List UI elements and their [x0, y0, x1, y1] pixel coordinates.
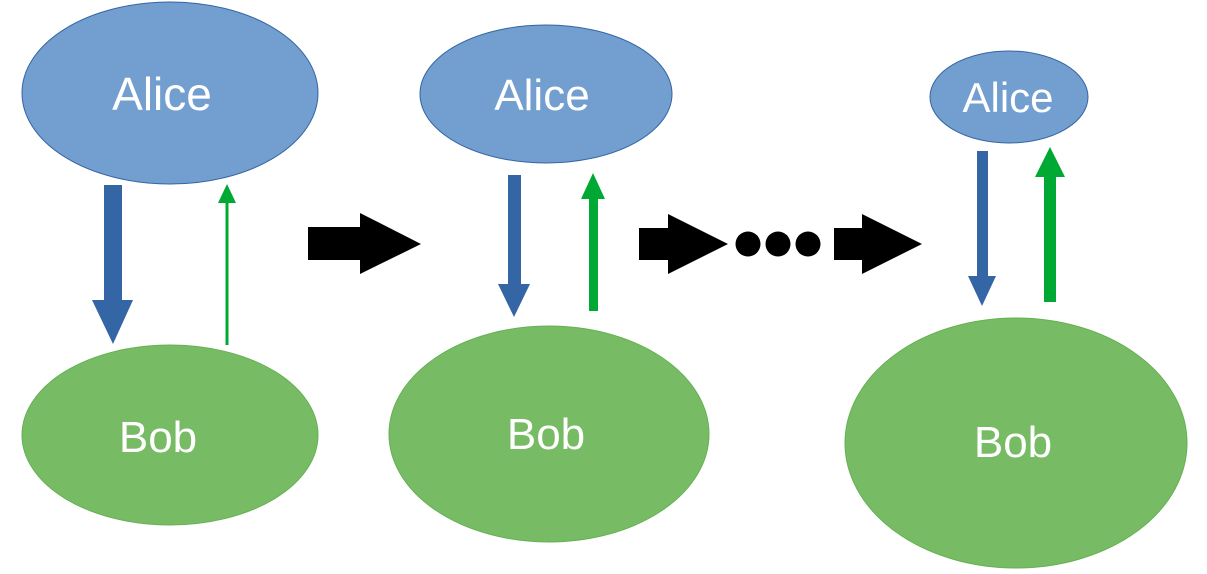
- alice-node-1: [21, 1, 319, 185]
- alice-label-3: Alice: [962, 74, 1053, 121]
- down-arrow-3: [968, 151, 996, 306]
- bob-node-1: [21, 344, 319, 526]
- alice-node-2: [419, 24, 673, 164]
- bob-label-1: Bob: [119, 413, 197, 462]
- step-arrow-1: [308, 213, 421, 274]
- up-arrow-2: [581, 173, 605, 311]
- bob-label-2: Bob: [507, 410, 585, 459]
- stage-2: Alice Bob: [388, 24, 710, 543]
- bob-node-3: [844, 317, 1188, 569]
- ellipsis-dot-3: [795, 231, 821, 257]
- down-arrow-2: [498, 175, 530, 317]
- ellipsis-dots: [735, 231, 821, 257]
- down-arrow-1: [92, 185, 133, 344]
- alice-node-3: [929, 50, 1089, 144]
- step-arrow-3: [834, 214, 922, 274]
- stage-1: Alice Bob: [21, 1, 319, 526]
- ellipsis-dot-1: [735, 231, 761, 257]
- bob-label-3: Bob: [974, 418, 1052, 467]
- stage-3: Alice Bob: [844, 50, 1188, 569]
- up-arrow-1: [218, 184, 236, 345]
- up-arrow-3: [1035, 147, 1065, 302]
- bob-node-2: [388, 325, 710, 543]
- step-arrow-2: [639, 214, 728, 274]
- ellipsis-dot-2: [765, 231, 791, 257]
- alice-label-2: Alice: [494, 71, 589, 120]
- alice-label-1: Alice: [112, 68, 212, 120]
